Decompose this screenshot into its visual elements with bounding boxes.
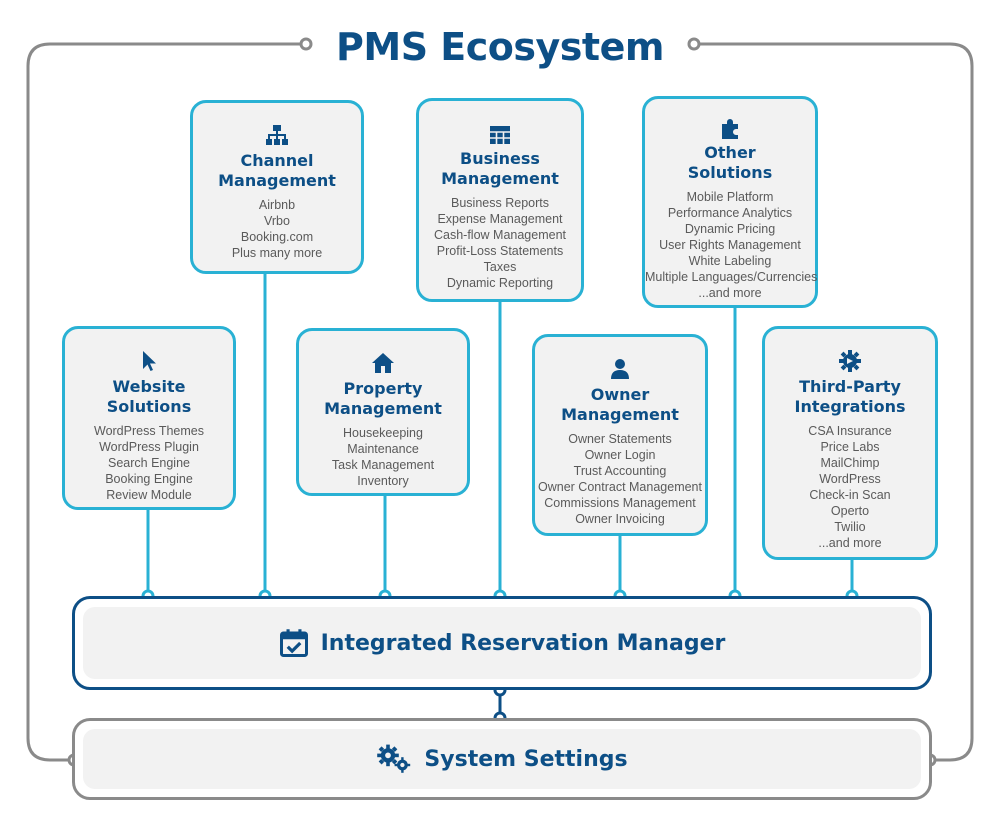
list-item: WordPress (819, 472, 881, 486)
owner-management-list: Owner Statements Owner Login Trust Accou… (535, 431, 705, 527)
list-item: Dynamic Pricing (684, 222, 776, 236)
list-item: Check-in Scan (809, 488, 891, 502)
list-item: Maintenance (347, 442, 419, 456)
list-item: ...and more (698, 286, 762, 300)
channel-management-list: Airbnb Vrbo Booking.com Plus many more (193, 197, 361, 261)
list-item: Search Engine (107, 456, 190, 470)
website-solutions-card: Website Solutions WordPress Themes WordP… (62, 326, 236, 510)
list-item: Operto (830, 504, 870, 518)
page-title: PMS Ecosystem (336, 25, 664, 69)
list-item: CSA Insurance (808, 424, 892, 438)
puzzle-icon (722, 119, 738, 139)
list-item: Owner Invoicing (575, 512, 665, 526)
business-management-list: Business Reports Expense Management Cash… (419, 195, 581, 291)
list-item: Owner Statements (568, 432, 672, 446)
list-item: Price Labs (820, 440, 880, 454)
property-management-card: Property Management Housekeeping Mainten… (296, 328, 470, 496)
list-item: Cash-flow Management (433, 228, 566, 242)
list-item: Performance Analytics (667, 206, 793, 220)
business-management-title-1: Business (460, 149, 540, 168)
integrated-reservation-manager-label: Integrated Reservation Manager (320, 630, 726, 656)
website-solutions-title-2: Solutions (106, 397, 192, 416)
sitemap-icon (266, 125, 288, 145)
list-item: MailChimp (820, 456, 880, 470)
calendar-check-icon (279, 629, 308, 657)
table-icon (490, 126, 510, 144)
property-management-title-2: Management (324, 399, 442, 418)
list-item: Twilio (834, 520, 866, 534)
other-solutions-card: Other Solutions Mobile Platform Performa… (642, 96, 818, 308)
list-item: Business Reports (451, 196, 549, 210)
outer-frame-right (698, 42, 974, 762)
list-item: Expense Management (437, 212, 563, 226)
list-item: Owner Login (584, 448, 656, 462)
user-icon (611, 359, 629, 379)
integration-gear-icon (839, 350, 861, 372)
list-item: Inventory (357, 474, 409, 488)
integrated-reservation-manager-bar: Integrated Reservation Manager (72, 596, 932, 690)
list-item: Vrbo (264, 214, 290, 228)
third-party-integrations-title-1: Third-Party (799, 377, 901, 396)
list-item: User Rights Management (659, 238, 801, 252)
list-item: Review Module (106, 488, 192, 502)
owner-management-title-1: Owner (590, 385, 650, 404)
gears-icon (377, 744, 411, 773)
third-party-integrations-card: Third-Party Integrations CSA Insurance P… (762, 326, 938, 560)
frame-node-right-top (687, 37, 701, 51)
list-item: Booking.com (240, 230, 314, 244)
third-party-integrations-title-2: Integrations (794, 397, 906, 416)
list-item: WordPress Themes (94, 424, 204, 438)
list-item: Taxes (483, 260, 517, 274)
system-settings-label: System Settings (424, 746, 628, 772)
list-item: Owner Contract Management (538, 480, 702, 494)
list-item: Trust Accounting (573, 464, 667, 478)
home-icon (372, 353, 394, 373)
website-solutions-title-1: Website (112, 377, 186, 396)
system-settings-bar: System Settings (72, 718, 932, 800)
owner-management-title-2: Management (561, 405, 679, 424)
other-solutions-title-1: Other (704, 143, 756, 162)
list-item: Profit-Loss Statements (436, 244, 564, 258)
other-solutions-list: Mobile Platform Performance Analytics Dy… (645, 189, 818, 301)
list-item: Plus many more (231, 246, 323, 260)
list-item: Mobile Platform (686, 190, 774, 204)
list-item: ...and more (818, 536, 882, 550)
property-management-list: Housekeeping Maintenance Task Management… (299, 425, 467, 489)
list-item: Booking Engine (105, 472, 193, 486)
list-item: Commissions Management (544, 496, 696, 510)
channel-management-card: Channel Management Airbnb Vrbo Booking.c… (190, 100, 364, 274)
integrated-reservation-manager-inner: Integrated Reservation Manager (83, 607, 921, 679)
frame-node-left-top (299, 37, 313, 51)
property-management-title-1: Property (343, 379, 423, 398)
list-item: Multiple Languages/Currencies (645, 270, 818, 284)
website-solutions-list: WordPress Themes WordPress Plugin Search… (65, 423, 233, 503)
outer-frame-left (26, 42, 302, 762)
cursor-icon (143, 351, 156, 371)
third-party-integrations-list: CSA Insurance Price Labs MailChimp WordP… (765, 423, 935, 551)
business-management-card: Business Management Business Reports Exp… (416, 98, 584, 302)
list-item: WordPress Plugin (99, 440, 199, 454)
list-item: Dynamic Reporting (446, 276, 554, 290)
list-item: Airbnb (258, 198, 296, 212)
owner-management-card: Owner Management Owner Statements Owner … (532, 334, 708, 536)
list-item: Housekeeping (343, 426, 423, 440)
channel-management-title-1: Channel (240, 151, 314, 170)
system-settings-inner: System Settings (83, 729, 921, 789)
list-item: Task Management (331, 458, 435, 472)
list-item: White Labeling (688, 254, 772, 268)
business-management-title-2: Management (441, 169, 559, 188)
other-solutions-title-2: Solutions (687, 163, 773, 182)
channel-management-title-2: Management (218, 171, 336, 190)
